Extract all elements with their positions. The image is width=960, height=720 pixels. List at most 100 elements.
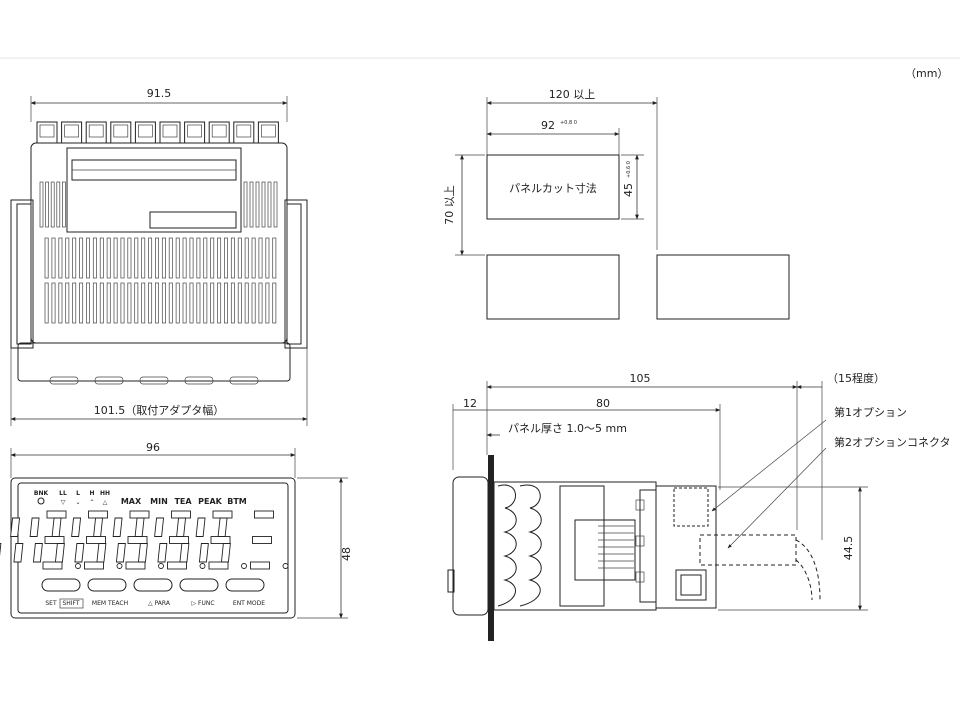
units-label: （mm）: [905, 67, 948, 80]
segment: [74, 543, 85, 563]
option1-box: [673, 487, 709, 527]
vent-slot: [175, 237, 180, 279]
option1-label: 第1オプション: [834, 405, 907, 419]
segment: [84, 561, 104, 570]
vent-slot: [272, 237, 277, 279]
vent-slot: [58, 282, 63, 324]
button-label: SET: [45, 600, 57, 607]
label-plate: [66, 147, 242, 233]
vent-slot: [155, 282, 159, 324]
panel-cut-rect: [486, 254, 620, 320]
vent-slot: [113, 282, 118, 324]
segment: [88, 510, 108, 519]
vent-slot: [244, 282, 249, 324]
bezel-bump: [229, 376, 259, 385]
vent-slot: [182, 282, 187, 324]
indicator-led: [37, 497, 45, 505]
vent-slot: [141, 237, 146, 279]
vent-slot: [243, 181, 248, 228]
button-label: ▷ FUNC: [191, 600, 214, 607]
vent-slot: [72, 282, 77, 324]
segment: [176, 517, 187, 537]
vent-slot: [148, 237, 153, 279]
side-extra-length: （15程度）: [827, 371, 885, 385]
button-label: MEM TEACH: [92, 600, 128, 607]
segment: [220, 543, 231, 563]
decimal-point: [199, 563, 206, 569]
panel-total-height: 70 以上: [443, 185, 456, 225]
vent-slot: [99, 237, 104, 279]
terminal-screw: [39, 124, 55, 138]
vent-slot: [196, 282, 201, 324]
panel-cut-view: 120 以上 92 +0.8 0 パネルカット寸法 45 +0.6 0 70 以…: [443, 88, 790, 320]
vent-slot: [249, 181, 254, 228]
front-height-dim: 48: [340, 547, 353, 561]
vent-slot: [120, 237, 125, 279]
segment: [86, 536, 106, 544]
segment: [93, 517, 104, 537]
vent-slot: [44, 282, 49, 324]
side-view: 105 （15程度） 12 80 パネル厚さ 1.0～5 mm: [447, 371, 951, 641]
front-button: [179, 578, 219, 592]
vent-slot: [255, 181, 260, 228]
adapter-width-dim: 101.5（取付アダプタ幅）: [94, 403, 225, 417]
vent-slot: [217, 282, 222, 324]
terminal-screw: [236, 124, 252, 138]
vent-slot: [127, 282, 132, 324]
front-buttons: [41, 578, 265, 592]
segment: [46, 510, 67, 519]
segment: [129, 510, 150, 519]
front-button: [87, 578, 127, 592]
decimal-point: [116, 563, 123, 569]
vent-slot: [217, 237, 222, 279]
option2-label: 第2オプションコネクタ: [834, 435, 951, 449]
vent-slot: [161, 237, 166, 279]
vent-slot: [44, 237, 49, 279]
segment: [13, 543, 24, 563]
segment: [10, 517, 21, 537]
segment: [54, 543, 65, 563]
segment: [44, 536, 65, 544]
segment: [112, 517, 123, 537]
segment: [210, 536, 231, 544]
vent-slot: [189, 282, 194, 324]
vent-slot: [224, 237, 228, 279]
decimal-point: [282, 563, 289, 569]
vent-slot: [189, 237, 194, 279]
digit: [71, 510, 164, 570]
segment: [154, 517, 165, 537]
vent-slot: [258, 237, 263, 279]
segment: [42, 561, 63, 570]
ll-arrow-icon: ▽: [61, 499, 66, 506]
vent-slot: [237, 282, 242, 324]
segment: [208, 561, 229, 570]
indicator-label: BNK: [34, 490, 49, 497]
terminal-block: [36, 121, 279, 144]
digit: [154, 510, 247, 570]
vent-slot: [65, 282, 70, 324]
panel-cut-rect: [486, 154, 620, 220]
vent-slot: [92, 237, 97, 279]
vent-slot: [272, 282, 277, 324]
vent-slot: [265, 282, 270, 324]
seven-segment-display: [0, 510, 289, 570]
vent-slot: [39, 181, 44, 228]
front-width-dim: 96: [146, 441, 160, 454]
indicator-label: L: [76, 490, 80, 497]
segment: [167, 561, 187, 570]
segment: [125, 561, 146, 570]
indicator-label: HH: [100, 490, 110, 497]
front-button: [41, 578, 81, 592]
vent-slot: [196, 237, 201, 279]
bezel-bump: [184, 376, 214, 385]
segment: [96, 543, 107, 563]
segment: [171, 510, 191, 519]
terminal-screw: [88, 124, 104, 138]
digit: [112, 510, 206, 570]
vent-slot: [86, 237, 90, 279]
segment: [71, 517, 82, 537]
vent-slot: [244, 237, 249, 279]
segment: [169, 536, 189, 544]
vent-slot: [203, 282, 208, 324]
button-label: ENT MODE: [233, 600, 265, 607]
